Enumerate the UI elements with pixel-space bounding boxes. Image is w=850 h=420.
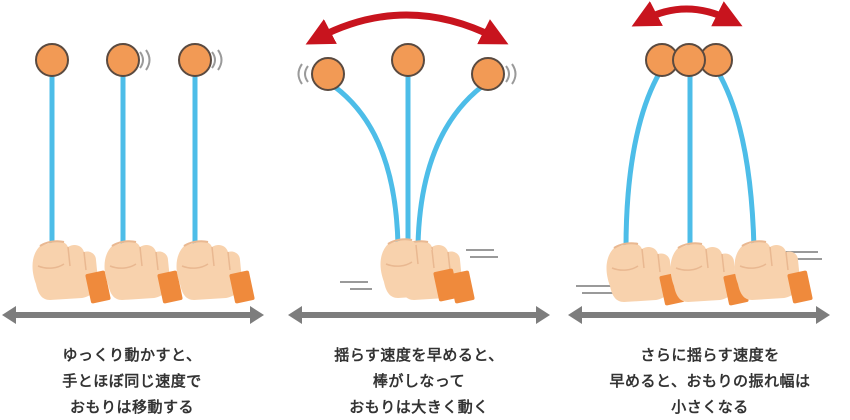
- caption-line: 揺らす速度を早めると、: [334, 346, 504, 364]
- hand-icon: [31, 240, 256, 305]
- motion-lines-icon: [139, 49, 223, 71]
- caption-line: 棒がしなって: [372, 372, 466, 390]
- swing-arrow-icon: [631, 1, 743, 27]
- hand-icon: [379, 238, 476, 305]
- caption-panel-1: ゆっくり動かすと、 手とほぼ同じ速度で おもりは移動する: [0, 342, 272, 420]
- caption-panel-3: さらに揺らす速度を 早めると、おもりの振れ幅は 小さくなる: [570, 342, 850, 420]
- double-headed-arrow-icon: [2, 306, 264, 324]
- panel-3-rods: [623, 70, 757, 249]
- caption-line: 早めると、おもりの振れ幅は: [609, 372, 811, 390]
- caption-line: 小さくなる: [671, 398, 749, 416]
- panel-2-rods: [326, 75, 490, 246]
- pendulum-weight-icon: [35, 43, 212, 77]
- caption-line: ゆっくり動かすと、: [62, 346, 202, 364]
- double-headed-arrow-icon: [568, 306, 830, 324]
- caption-line: おもりは大きく動く: [349, 398, 489, 416]
- hand-icon: [605, 240, 814, 307]
- pendulum-weight-icon: [645, 43, 733, 77]
- caption-line: さらに揺らす速度を: [640, 346, 780, 364]
- caption-line: おもりは移動する: [69, 398, 194, 416]
- panel-3: [568, 1, 830, 324]
- panel-1: [2, 43, 264, 324]
- caption-line: 手とほぼ同じ速度で: [62, 372, 202, 390]
- motion-lines-icon: [297, 63, 517, 290]
- caption-panel-2: 揺らす速度を早めると、 棒がしなって おもりは大きく動く: [279, 342, 559, 420]
- swing-arrow-icon: [305, 11, 509, 45]
- panel-2: [288, 11, 550, 324]
- panel-1-rods: [49, 75, 198, 250]
- double-headed-arrow-icon: [288, 306, 550, 324]
